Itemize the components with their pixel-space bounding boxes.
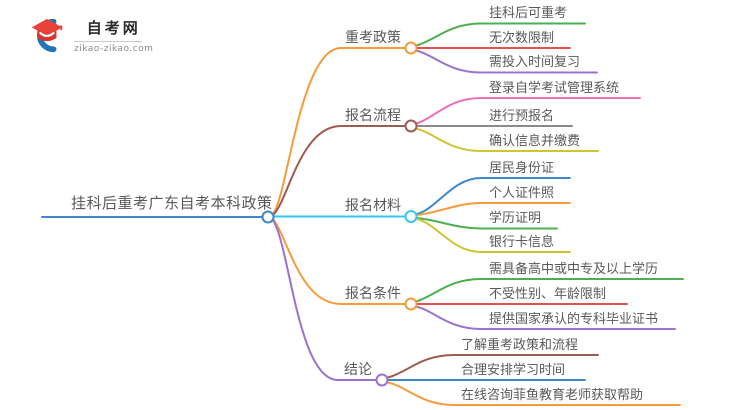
logo-tassel bbox=[58, 25, 63, 31]
child-no-gender-age-limit[interactable]: 不受性别、年龄限制 bbox=[489, 287, 607, 302]
child-review-time[interactable]: 需投入时间复习 bbox=[489, 55, 581, 70]
connector-branch-retake-policy bbox=[272, 47, 407, 215]
node-handle-registration-process[interactable] bbox=[404, 119, 418, 133]
logo-cap-base bbox=[37, 30, 57, 42]
connector-child-education-requirement bbox=[415, 278, 684, 303]
logo-cap-top bbox=[31, 18, 63, 36]
child-pre-register[interactable]: 进行预报名 bbox=[489, 109, 555, 124]
branch-conclusion[interactable]: 结论 bbox=[344, 362, 372, 378]
child-confirm-pay[interactable]: 确认信息并缴费 bbox=[489, 134, 581, 149]
child-online-consult[interactable]: 在线咨询菲鱼教育老师获取帮助 bbox=[461, 388, 644, 403]
child-understand-policy[interactable]: 了解重考政策和流程 bbox=[461, 338, 579, 353]
node-handle-registration-materials[interactable] bbox=[404, 210, 418, 223]
connector-branch-conclusion bbox=[272, 219, 378, 381]
connector-child-confirm-pay bbox=[415, 127, 599, 152]
connector-branch-registration-process bbox=[272, 125, 407, 216]
child-login-system[interactable]: 登录自学考试管理系统 bbox=[489, 81, 620, 96]
central-node-handle[interactable] bbox=[261, 210, 275, 224]
logo-cap-band bbox=[39, 32, 55, 37]
logo-divider bbox=[74, 41, 142, 42]
node-handle-retake-policy[interactable] bbox=[404, 41, 418, 55]
branch-registration-process[interactable]: 报名流程 bbox=[345, 108, 401, 124]
connector-child-review-time bbox=[415, 49, 598, 74]
connector-child-understand-policy bbox=[387, 354, 599, 379]
node-handle-conclusion[interactable] bbox=[375, 373, 389, 387]
connector-child-bank-card bbox=[416, 218, 571, 253]
child-can-retake[interactable]: 挂科后可重考 bbox=[489, 6, 568, 21]
connector-child-diploma-requirement bbox=[415, 305, 676, 330]
central-topic[interactable]: 挂科后重考广东自考本科政策 bbox=[71, 194, 273, 212]
connector-child-photo bbox=[416, 202, 571, 216]
child-education-requirement[interactable]: 需具备高中或中专及以上学历 bbox=[489, 262, 659, 277]
child-education-proof[interactable]: 学历证明 bbox=[489, 211, 542, 226]
node-handle-registration-conditions[interactable] bbox=[404, 297, 418, 311]
child-plan-study-time[interactable]: 合理安排学习时间 bbox=[461, 363, 566, 378]
branch-registration-materials[interactable]: 报名材料 bbox=[345, 198, 401, 214]
child-id-card[interactable]: 居民身份证 bbox=[489, 161, 555, 176]
branch-retake-policy[interactable]: 重考政策 bbox=[345, 30, 401, 46]
connector-child-education-proof bbox=[416, 217, 558, 230]
child-photo[interactable]: 个人证件照 bbox=[489, 186, 555, 201]
connector-child-id-card bbox=[416, 177, 571, 215]
connector-branch-registration-conditions bbox=[272, 218, 407, 305]
connector-child-online-consult bbox=[387, 381, 681, 406]
graduation-cap-icon bbox=[31, 18, 63, 53]
child-diploma-requirement[interactable]: 提供国家承认的专科毕业证书 bbox=[489, 312, 659, 327]
site-logo-text: 自考网 zikao-zikao.com bbox=[74, 15, 153, 54]
site-name: 自考网 bbox=[86, 19, 141, 37]
child-no-limit[interactable]: 无次数限制 bbox=[489, 31, 555, 46]
site-url: zikao-zikao.com bbox=[74, 44, 154, 54]
connector-child-can-retake bbox=[415, 22, 586, 47]
branch-registration-conditions[interactable]: 报名条件 bbox=[345, 286, 401, 302]
site-logo: 自考网 zikao-zikao.com bbox=[27, 15, 153, 55]
child-bank-card[interactable]: 银行卡信息 bbox=[489, 235, 555, 250]
connector-child-login-system bbox=[415, 97, 641, 125]
